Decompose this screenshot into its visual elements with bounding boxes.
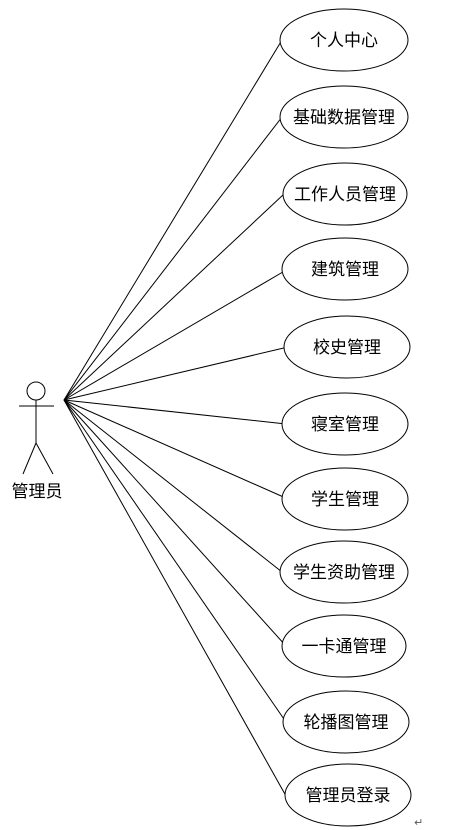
use-case-ellipse <box>281 392 409 456</box>
use-case-11[interactable]: 管理员登录 <box>284 763 412 827</box>
use-case-ellipse <box>282 162 408 226</box>
use-case-10[interactable]: 轮播图管理 <box>282 690 410 754</box>
use-case-ellipse <box>281 467 409 531</box>
association-line-2 <box>63 116 283 401</box>
use-case-ellipse <box>279 8 409 72</box>
use-case-4[interactable]: 建筑管理 <box>281 237 409 301</box>
use-case-ellipse <box>281 614 407 678</box>
association-line-11 <box>63 399 287 797</box>
association-line-4 <box>63 268 289 401</box>
association-line-10 <box>63 399 287 723</box>
actor-label: 管理员 <box>12 482 63 502</box>
use-case-label: 轮播图管理 <box>304 713 389 733</box>
association-line-3 <box>63 193 285 401</box>
use-case-1[interactable]: 个人中心 <box>279 8 409 72</box>
use-case-3[interactable]: 工作人员管理 <box>282 162 408 226</box>
use-case-2[interactable]: 基础数据管理 <box>279 85 409 149</box>
association-line-6 <box>63 399 287 425</box>
use-case-9[interactable]: 一卡通管理 <box>281 614 407 678</box>
paragraph-end-mark: ↵ <box>414 816 423 829</box>
use-case-label: 建筑管理 <box>311 260 379 280</box>
association-line-9 <box>63 399 287 647</box>
use-case-ellipse <box>279 85 409 149</box>
association-lines <box>63 39 289 797</box>
use-case-6[interactable]: 寝室管理 <box>281 392 409 456</box>
use-case-label: 基础数据管理 <box>293 108 395 128</box>
use-case-label: 个人中心 <box>310 31 378 51</box>
association-line-7 <box>63 399 289 500</box>
actor: 管理员 <box>12 381 63 502</box>
use-case-label: 校史管理 <box>313 338 381 358</box>
use-case-ellipse <box>281 237 409 301</box>
use-case-ellipse <box>282 690 410 754</box>
association-line-1 <box>63 39 283 401</box>
actor-head <box>26 381 46 401</box>
association-line-8 <box>63 399 283 573</box>
association-line-5 <box>63 346 289 401</box>
use-case-label: 管理员登录 <box>306 786 391 806</box>
use-case-ellipse <box>279 540 409 604</box>
use-case-7[interactable]: 学生管理 <box>281 467 409 531</box>
use-case-label: 学生资助管理 <box>293 563 395 583</box>
use-case-5[interactable]: 校史管理 <box>283 315 411 379</box>
actor-right-leg <box>35 442 54 475</box>
use-case-label: 一卡通管理 <box>302 637 387 657</box>
use-case-label: 工作人员管理 <box>294 185 396 205</box>
use-case-label: 寝室管理 <box>311 414 379 435</box>
use-case-ellipse <box>283 315 411 379</box>
use-case-label: 学生管理 <box>311 490 379 510</box>
actor-left-leg <box>22 442 37 475</box>
use-case-ellipse <box>284 763 412 827</box>
use-case-8[interactable]: 学生资助管理 <box>279 540 409 604</box>
